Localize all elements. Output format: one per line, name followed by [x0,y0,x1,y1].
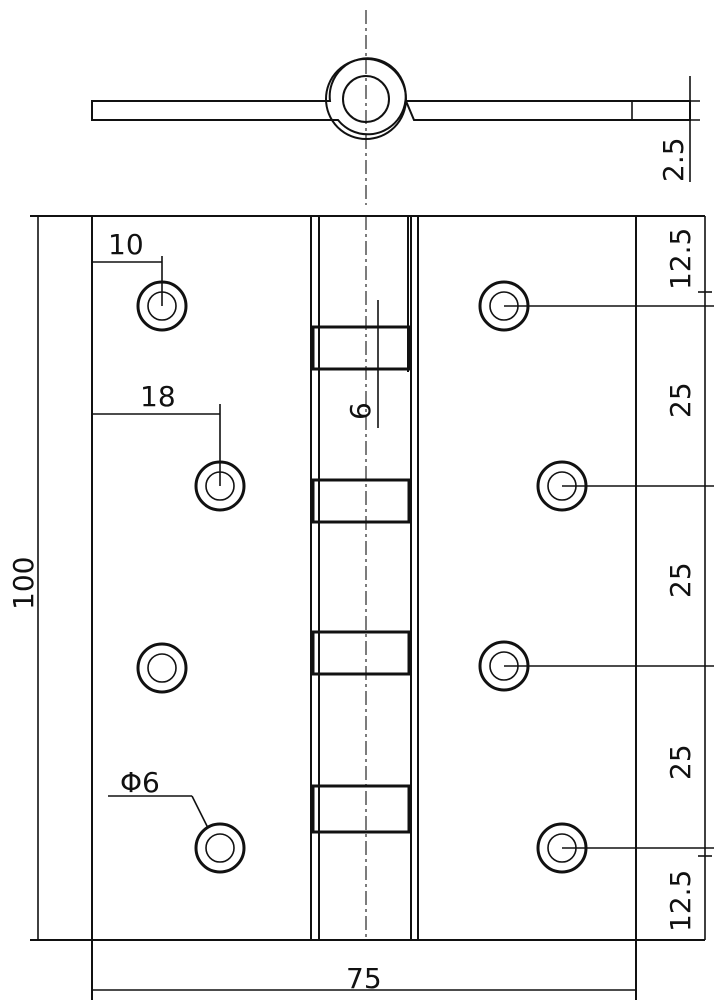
width-label: 75 [346,962,382,995]
dim-spacing-2-label: 25 [664,562,697,598]
dim-spacing-1-label: 25 [664,382,697,418]
knuckle-gap-label: 6 [344,402,377,420]
top-view: 2.5 [91,10,700,205]
hole-left-4 [194,822,246,874]
diameter-label: Φ6 [120,766,160,799]
front-view: 6 [7,215,714,1000]
knuckle-outer-circle [325,58,407,140]
knuckle-1 [311,325,411,371]
right-leaf-profile [404,100,691,121]
hole-left-3 [136,642,188,694]
thickness-label: 2.5 [657,137,690,182]
edge-10-label: 10 [108,228,144,261]
dim-bottom-offset-label: 12.5 [664,870,697,932]
height-label: 100 [7,557,40,610]
edge-18-label: 18 [140,380,176,413]
knuckle-4 [311,784,411,834]
dim-top-offset-label: 12.5 [664,228,697,290]
left-leaf-profile [91,57,407,136]
pin-circle [342,75,390,123]
knuckle-segments [311,325,411,834]
knuckle-2 [311,478,411,524]
barrel-outline [318,215,412,941]
dim-spacing-3-label: 25 [664,744,697,780]
knuckle-3 [311,630,411,676]
